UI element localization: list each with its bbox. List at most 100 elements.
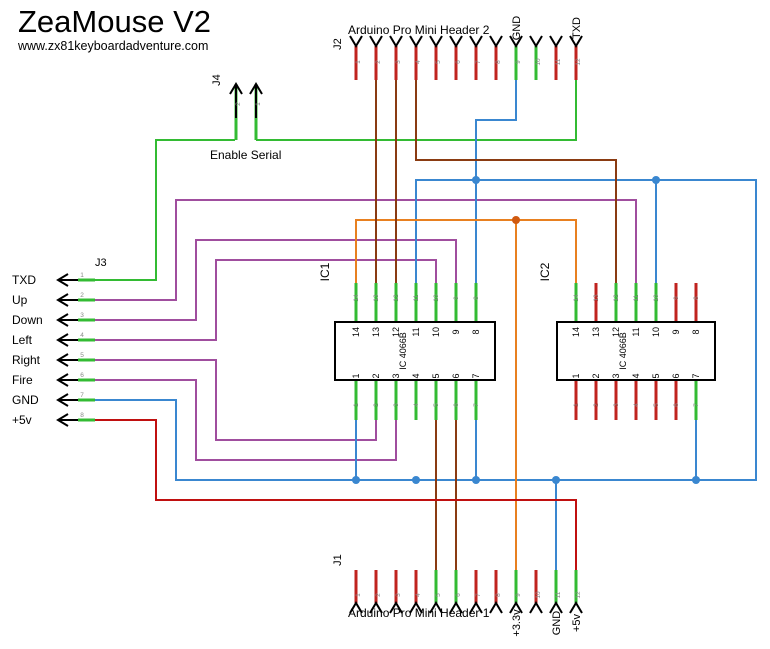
wire-blue (95, 80, 757, 570)
ic-pin-label: 10 (431, 327, 441, 337)
signal-label: Down (12, 313, 43, 327)
pin-number: 12 (575, 58, 582, 66)
header-pin: 7 (469, 35, 483, 80)
header-pin: 8 (489, 35, 503, 80)
junction-dot (472, 176, 480, 184)
ic-pin-label: 6 (671, 373, 681, 378)
ic1-ref: IC1 (318, 262, 332, 281)
pin-number: 3 (80, 312, 84, 319)
ic-pin-label: 11 (411, 327, 421, 336)
pin-fork (469, 601, 483, 614)
header-pin: 11 (549, 570, 563, 614)
wire-gnd-j2 (475, 80, 517, 300)
ic-pin-label: 4 (631, 373, 641, 378)
ic-pin-label: 13 (371, 327, 381, 337)
header-pin: 11 (549, 35, 563, 80)
pin-number: 14 (573, 294, 580, 302)
pin-number: 4 (415, 60, 422, 64)
signal-label: Fire (12, 373, 33, 387)
pin-number: 1 (353, 403, 360, 407)
pin-number: 3 (395, 593, 402, 597)
j2-ref: J2 (332, 38, 344, 50)
ic-pin-label: 14 (571, 327, 581, 337)
wire-3v3 (355, 219, 577, 300)
pin-number: 4 (633, 403, 640, 407)
pin-number: 12 (393, 294, 400, 302)
ic-pin-label: 8 (691, 329, 701, 334)
wire-j2-5-ic2-12 (415, 80, 617, 300)
pin-fork (349, 601, 363, 614)
pin-fork (569, 601, 583, 614)
wire-fire (95, 379, 397, 461)
ic-pin-label: 1 (351, 373, 361, 378)
header-pin: 4 (409, 570, 423, 614)
wire-enable-serial (256, 80, 577, 141)
pin-number: 9 (515, 60, 522, 64)
header-pin: 2 (369, 570, 383, 614)
pin-number: 11 (555, 591, 562, 598)
header-pin: 9 (509, 570, 523, 614)
ic2-part: IC 4066B (618, 332, 628, 370)
wire-red (95, 419, 577, 570)
pin-number: 11 (633, 294, 640, 301)
pin-number: 13 (373, 294, 380, 302)
pin-fork (529, 35, 543, 48)
ic-pin-label: 4 (411, 373, 421, 378)
signal-label: GND (12, 393, 39, 407)
header-pin: 1 (249, 82, 263, 140)
wire-gnd-bus (95, 179, 757, 481)
pin-arrow (56, 333, 69, 347)
signal-label: Up (12, 293, 28, 307)
pin-number: 5 (653, 403, 660, 407)
signal-label: Right (12, 353, 41, 367)
pin-number: 2 (373, 403, 380, 407)
pin-arrow (56, 313, 69, 327)
pin-fork (569, 35, 583, 48)
junction-dot (512, 216, 520, 224)
pin-number: 6 (80, 372, 84, 379)
wire-green (95, 80, 577, 281)
pin-number: 9 (515, 593, 522, 597)
ic-pin-label: 12 (611, 327, 621, 337)
wires (95, 80, 757, 570)
pin-number: 5 (435, 60, 442, 64)
wire-orange (355, 219, 577, 570)
diagram-title: ZeaMouse V2 (18, 4, 211, 39)
pin-fork (449, 35, 463, 48)
ic-pin-label: 7 (691, 373, 701, 378)
pin-number: 4 (415, 593, 422, 597)
header-pin: 1 (349, 35, 363, 80)
header-pin: 1 (349, 570, 363, 614)
wire-up (95, 199, 637, 301)
signal-label: +5v (12, 413, 32, 427)
pin-fork (429, 35, 443, 48)
header-pin: 7 (469, 570, 483, 614)
ic-pin-label: 2 (591, 373, 601, 378)
header-pin: 6 (449, 570, 463, 614)
junction-dot (692, 476, 700, 484)
pin-fork (489, 601, 503, 614)
pin-fork (409, 35, 423, 48)
pin-number: 10 (535, 58, 542, 66)
website-url: www.zx81keyboardadventure.com (18, 39, 209, 53)
j1-label-3v3: +3.3v (511, 609, 523, 637)
signal-label: TXD (12, 273, 36, 287)
pin-number: 1 (255, 102, 262, 106)
pin-number: 6 (673, 403, 680, 407)
j1-label-gnd: GND (551, 611, 563, 636)
pin-fork (389, 601, 403, 614)
pin-number: 10 (535, 591, 542, 599)
pin-number: 2 (80, 292, 84, 299)
ic-pin-label: 12 (391, 327, 401, 337)
j4-label: Enable Serial (210, 148, 281, 162)
pin-fork (449, 601, 463, 614)
wire-purple (95, 199, 637, 461)
pin-number: 7 (473, 403, 480, 407)
